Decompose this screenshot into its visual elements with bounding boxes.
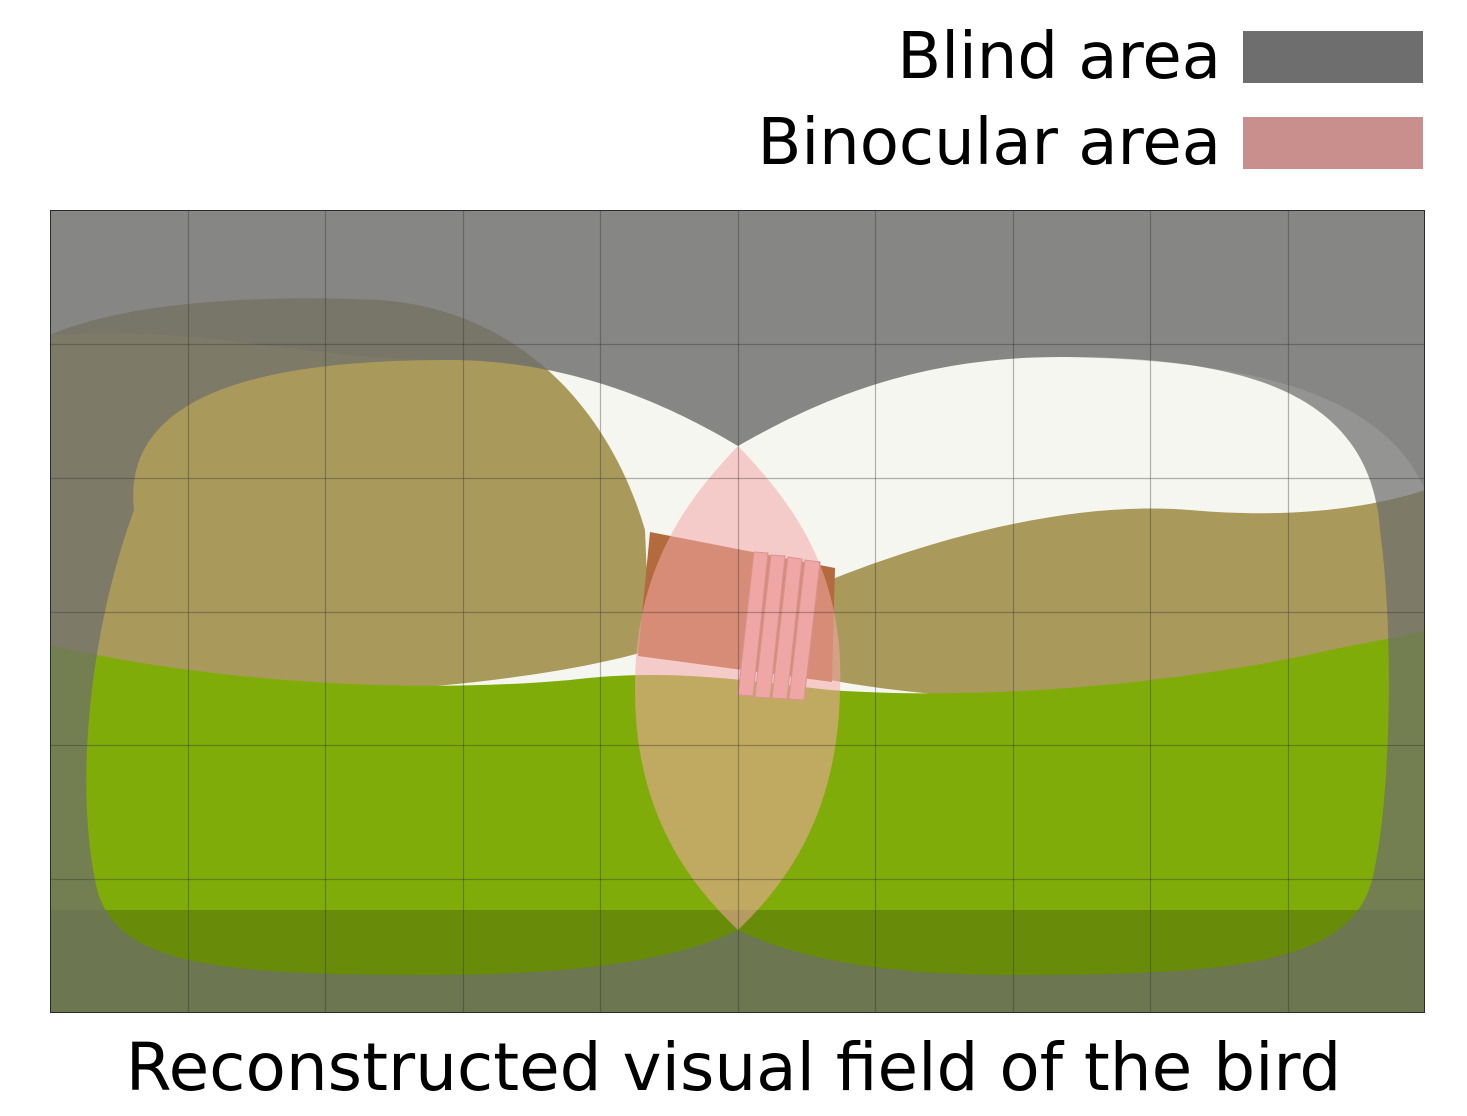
blind-area-overlay: [50, 210, 1425, 1013]
figure-caption: Reconstructed visual field of the bird: [125, 1029, 1342, 1106]
blind-area-top: [50, 210, 1425, 490]
legend-swatch-blind-area: [1243, 31, 1423, 83]
legend-item-binocular-area: Binocular area: [757, 108, 1423, 178]
legend-label-blind-area: Blind area: [897, 20, 1221, 94]
right-hill: [830, 490, 1425, 700]
legend-swatch-binocular-area: [1243, 117, 1423, 169]
legend-label-binocular-area: Binocular area: [757, 106, 1221, 180]
legend-item-blind-area: Blind area: [897, 22, 1423, 92]
visual-field-svg: [50, 210, 1425, 1013]
grid-lines: [50, 210, 1425, 1013]
figure-border: [50, 210, 1425, 1013]
visual-field-figure: [50, 210, 1425, 1013]
binocular-area-overlay: [634, 446, 841, 930]
